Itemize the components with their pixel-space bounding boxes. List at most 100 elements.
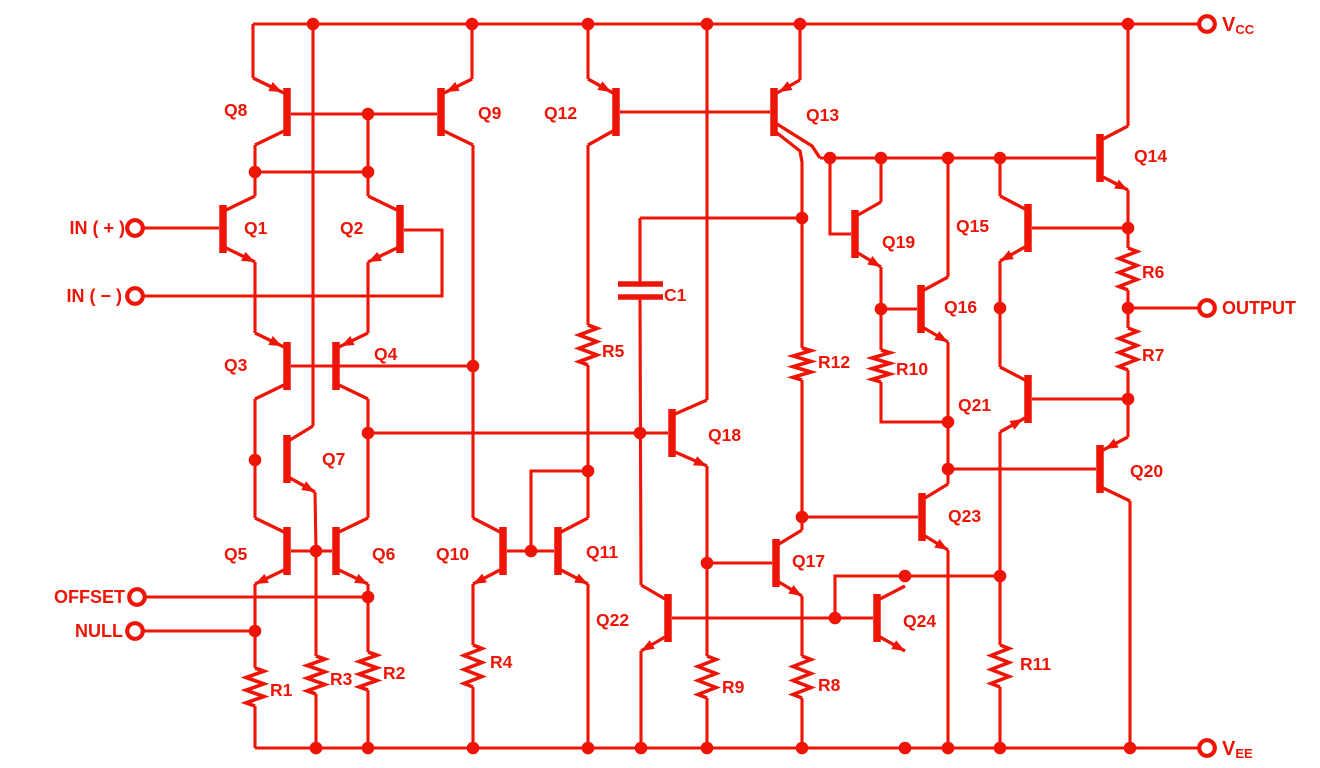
- junction-dot: [248, 624, 262, 638]
- transistor-Q23: [918, 482, 949, 552]
- transistor-Q17-collector: [778, 528, 803, 546]
- transistor-Q18-collector: [674, 398, 708, 416]
- transistor-Q2: [367, 194, 404, 264]
- junction-dot: [898, 741, 912, 755]
- transistor-Q4-emitter-arrow-icon: [340, 335, 355, 347]
- junction-dot: [465, 17, 479, 31]
- label-R9: R9: [722, 677, 745, 697]
- terminal-vcc-subscript: CC: [1235, 22, 1254, 37]
- transistor-Q15-emitter-arrow-icon: [1000, 250, 1014, 261]
- transistor-Q9-collector: [443, 129, 474, 147]
- transistor-Q20-emitter-arrow-icon: [1104, 438, 1119, 450]
- label-Q11: Q11: [586, 542, 618, 562]
- junction-dot: [795, 741, 809, 755]
- junction-dot: [993, 741, 1007, 755]
- transistor-Q10: [472, 516, 507, 586]
- transistor-Q9-emitter-arrow-icon: [445, 81, 460, 93]
- junction-dot: [941, 151, 955, 165]
- transistor-Q18: [668, 398, 708, 468]
- transistor-Q22-collector: [640, 583, 666, 601]
- wire: [529, 469, 588, 551]
- transistor-Q6-collector: [338, 516, 369, 534]
- junction-dot: [581, 741, 595, 755]
- wire: [879, 382, 948, 424]
- transistor-Q17: [772, 528, 803, 598]
- label-Q15: Q15: [956, 216, 989, 236]
- label-R7: R7: [1142, 345, 1164, 365]
- junction-dot: [361, 590, 375, 604]
- resistor-R3-symbol: [301, 654, 331, 696]
- transistor-Q12-collector: [587, 129, 614, 147]
- transistor-Q11-emitter-arrow-icon: [574, 573, 588, 584]
- terminal-vee-pad: [1197, 738, 1217, 758]
- transistor-Q15-collector: [999, 194, 1026, 211]
- transistor-Q16: [917, 275, 949, 344]
- transistor-Q16-emitter-arrow-icon: [934, 331, 948, 342]
- transistor-Q24-collector: [879, 584, 906, 601]
- transistor-Q4-collector: [338, 383, 369, 401]
- terminal-vee-main: V: [1222, 738, 1236, 760]
- resistor-R9-symbol: [693, 654, 721, 700]
- transistor-Q18-emitter-arrow-icon: [693, 456, 707, 466]
- transistor-Q13-collector2: [775, 131, 804, 163]
- terminal-in_plus-label: IN ( + ): [69, 218, 125, 238]
- terminal-null-label: NULL: [75, 621, 123, 641]
- transistor-Q14: [1096, 124, 1129, 192]
- label-R5: R5: [602, 341, 625, 361]
- junction-dot: [941, 462, 955, 476]
- terminal-output-pad: [1197, 298, 1217, 318]
- transistor-Q10-emitter-arrow-icon: [473, 573, 487, 584]
- junction-dot: [828, 611, 842, 625]
- junction-dot: [795, 510, 809, 524]
- junction-dot: [874, 302, 888, 316]
- resistor-R5-symbol: [573, 323, 603, 367]
- label-Q13: Q13: [806, 105, 839, 125]
- label-R3: R3: [330, 669, 353, 689]
- transistor-Q6: [332, 516, 369, 586]
- transistor-Q24: [873, 584, 906, 653]
- terminal-vee-subscript: EE: [1235, 746, 1253, 761]
- transistor-Q21-emitter-arrow-icon: [1009, 418, 1024, 430]
- transistor-Q3-collector: [254, 383, 285, 401]
- transistor-Q5: [254, 516, 291, 586]
- label-Q10: Q10: [436, 544, 469, 564]
- transistor-Q4: [332, 331, 369, 401]
- resistor-R6-symbol: [1114, 246, 1142, 292]
- transistor-Q20: [1096, 435, 1131, 503]
- junction-dot: [581, 17, 595, 31]
- transistor-Q8-emitter-arrow-icon: [268, 81, 283, 93]
- junction-dot: [361, 426, 375, 440]
- terminal-output-label: OUTPUT: [1222, 298, 1296, 318]
- transistor-Q7: [283, 424, 316, 494]
- terminal-vcc-label: VCC: [1222, 14, 1255, 37]
- junction-dot: [993, 151, 1007, 165]
- label-R6: R6: [1142, 262, 1165, 282]
- transistor-Q1-emitter-arrow-icon: [241, 251, 255, 262]
- junction-dot: [793, 17, 807, 31]
- terminal-offset-pad: [127, 587, 147, 607]
- resistor-R2-symbol: [353, 650, 383, 692]
- junction-dot: [1121, 392, 1135, 406]
- junction-dot: [524, 544, 538, 558]
- transistor-Q21: [999, 365, 1032, 434]
- transistor-Q1-collector: [225, 194, 256, 212]
- resistor-R8-symbol: [788, 654, 816, 700]
- label-Q9: Q9: [478, 103, 502, 123]
- transistor-Q14-emitter-arrow-icon: [1114, 179, 1128, 190]
- junction-dot: [361, 165, 375, 179]
- label-C1: C1: [664, 285, 687, 305]
- label-R8: R8: [818, 675, 841, 695]
- resistor-R12-symbol: [786, 346, 818, 382]
- label-R1: R1: [270, 680, 293, 700]
- label-Q20: Q20: [1130, 461, 1163, 481]
- terminal-in_minus-label: IN ( − ): [66, 286, 122, 306]
- wire: [638, 296, 643, 586]
- junction-dot: [634, 741, 648, 755]
- transistor-Q23-emitter-arrow-icon: [934, 538, 948, 550]
- transistor-Q19: [851, 200, 882, 269]
- label-Q14: Q14: [1134, 146, 1167, 166]
- junction-dot: [248, 453, 262, 467]
- transistor-Q22-emitter-arrow-icon: [641, 640, 655, 651]
- junction-dot: [633, 426, 647, 440]
